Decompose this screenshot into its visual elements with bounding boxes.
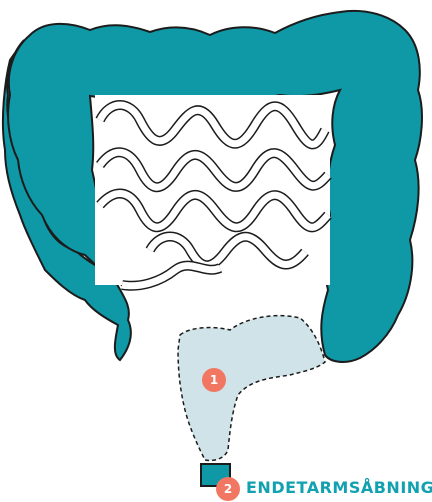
- anus-label: ENDETARMSÅBNING: [246, 478, 432, 497]
- rectum-marker: 1: [202, 368, 226, 392]
- small-intestine: [95, 95, 330, 286]
- anus-marker: 2: [216, 477, 240, 501]
- rectum: [178, 316, 325, 461]
